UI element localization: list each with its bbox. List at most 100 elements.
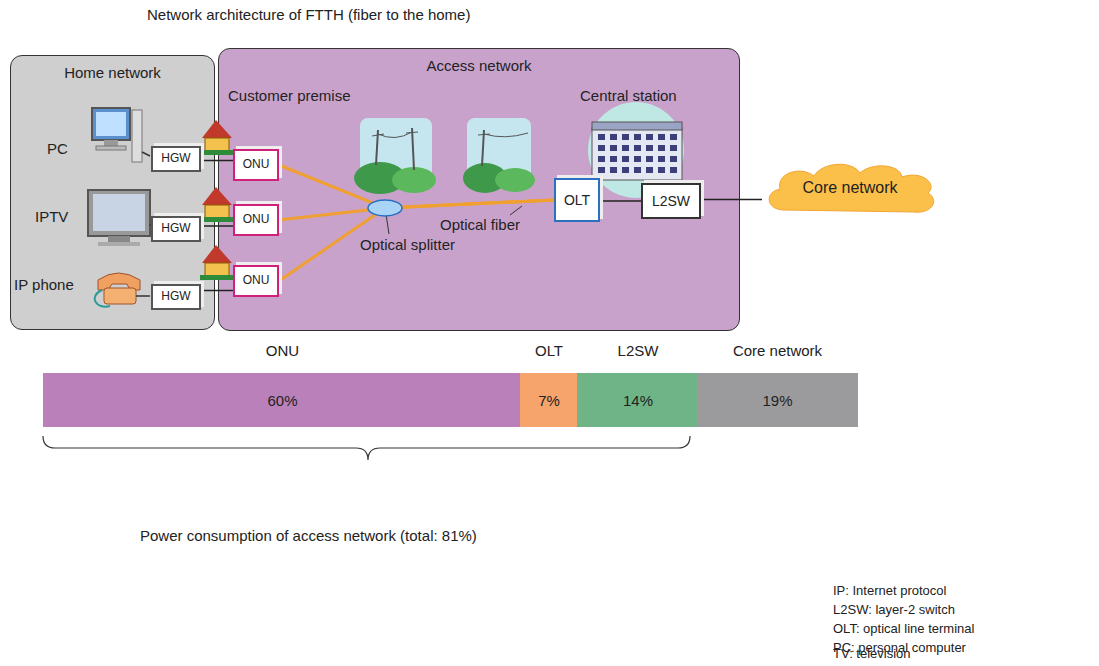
text-label: IP phone xyxy=(14,276,74,293)
link-line xyxy=(201,290,233,292)
house-icon xyxy=(202,120,232,138)
hgw-box: HGW xyxy=(151,216,201,242)
central-station-building xyxy=(634,145,641,151)
abbreviation-note: L2SW: layer-2 switch xyxy=(833,603,955,618)
bar-heading: Core network xyxy=(697,342,858,359)
percentage: 7% xyxy=(538,392,560,409)
phone-icon xyxy=(95,290,110,307)
node-label: ONU xyxy=(243,274,270,288)
leader-line xyxy=(386,206,522,234)
central-station-building xyxy=(622,156,629,162)
power-bar: OLT 7% xyxy=(520,342,578,427)
tv-icon xyxy=(108,236,130,242)
link-line xyxy=(701,199,762,201)
pc-icon xyxy=(104,140,118,146)
link-line xyxy=(201,225,233,227)
landscape-picture xyxy=(354,118,535,194)
house-icon xyxy=(202,187,232,205)
central-station-building xyxy=(658,156,665,162)
tv-icon xyxy=(88,190,150,246)
central-station-building xyxy=(622,167,629,173)
house-icon xyxy=(200,275,234,280)
central-station-building xyxy=(610,156,617,162)
bar-fill: 7% xyxy=(520,373,578,427)
central-station-building xyxy=(598,156,605,162)
link-line xyxy=(201,160,233,162)
landscape-picture xyxy=(495,168,535,192)
optical-fiber xyxy=(279,200,554,281)
central-station-building xyxy=(592,122,682,130)
percentage: 60% xyxy=(267,392,297,409)
phone-icon xyxy=(104,288,136,304)
cloud-outline xyxy=(769,164,934,212)
central-station-building xyxy=(646,134,653,140)
power-bar: L2SW14% xyxy=(577,342,699,427)
central-station-building xyxy=(610,145,617,151)
central-station-building xyxy=(634,156,641,162)
text-label: Optical splitter xyxy=(360,236,455,253)
central-station-building xyxy=(670,167,677,173)
central-station-building xyxy=(588,102,684,198)
hgw-box: HGW xyxy=(151,284,201,310)
central-station-building xyxy=(658,134,665,140)
house-icon xyxy=(200,150,234,155)
house-icon xyxy=(202,245,232,263)
landscape-picture xyxy=(378,132,412,138)
node-label: ONU xyxy=(243,158,270,172)
text-label: IPTV xyxy=(35,208,68,225)
panel-heading: Access network xyxy=(219,57,739,74)
l2sw-box: L2SW xyxy=(641,183,701,219)
pc-icon xyxy=(142,152,150,156)
node-label: OLT xyxy=(564,192,590,208)
core-network-cloud: Core network xyxy=(762,160,938,216)
central-station-building xyxy=(670,156,677,162)
central-station-building xyxy=(598,134,677,173)
node-label: HGW xyxy=(161,152,190,166)
bar-heading: OLT xyxy=(520,342,578,359)
node-label: ONU xyxy=(243,213,270,227)
pc-icon xyxy=(96,146,126,150)
leader-line xyxy=(510,206,522,215)
central-station-building xyxy=(588,102,684,198)
central-station-building xyxy=(658,167,665,173)
pc-icon xyxy=(92,108,130,140)
hgw-box: HGW xyxy=(151,146,201,172)
onu-box: ONU xyxy=(233,149,279,181)
landscape-picture xyxy=(484,133,528,137)
central-station-building xyxy=(610,167,617,173)
brace-label: Power consumption of access network (tot… xyxy=(140,527,477,544)
optical-splitter xyxy=(368,200,402,216)
central-station-building xyxy=(622,145,629,151)
abbreviation-note: IP: Internet protocol xyxy=(833,584,946,599)
brace xyxy=(43,436,690,460)
central-station-building xyxy=(634,134,641,140)
olt-box: OLT xyxy=(554,178,600,222)
onu-box: ONU xyxy=(233,204,279,236)
tv-icon xyxy=(88,190,150,236)
text-label: Optical fiber xyxy=(440,216,520,233)
bar-fill: 19% xyxy=(697,373,858,427)
text-label: Central station xyxy=(580,87,677,104)
text-label: PC xyxy=(47,140,68,157)
bar-heading: ONU xyxy=(43,342,522,359)
phone-icon xyxy=(98,273,140,290)
abbreviation-note: TV: television xyxy=(833,647,911,662)
central-station-building xyxy=(646,145,653,151)
bar-heading: L2SW xyxy=(577,342,699,359)
phone-icon xyxy=(136,295,150,297)
house-icon xyxy=(200,120,234,280)
central-station-building xyxy=(670,134,677,140)
phone-icon xyxy=(95,273,150,307)
central-station-building xyxy=(658,145,665,151)
diagram-title: Network architecture of FTTH (fiber to t… xyxy=(147,6,470,23)
node-label: Core network xyxy=(802,179,897,197)
central-station-building xyxy=(670,145,677,151)
pc-icon xyxy=(92,108,150,162)
link-line xyxy=(600,200,641,202)
power-bar: Core network 19% xyxy=(697,342,858,427)
house-icon xyxy=(200,217,234,222)
node-label: L2SW xyxy=(652,193,690,209)
tv-icon xyxy=(93,194,145,231)
